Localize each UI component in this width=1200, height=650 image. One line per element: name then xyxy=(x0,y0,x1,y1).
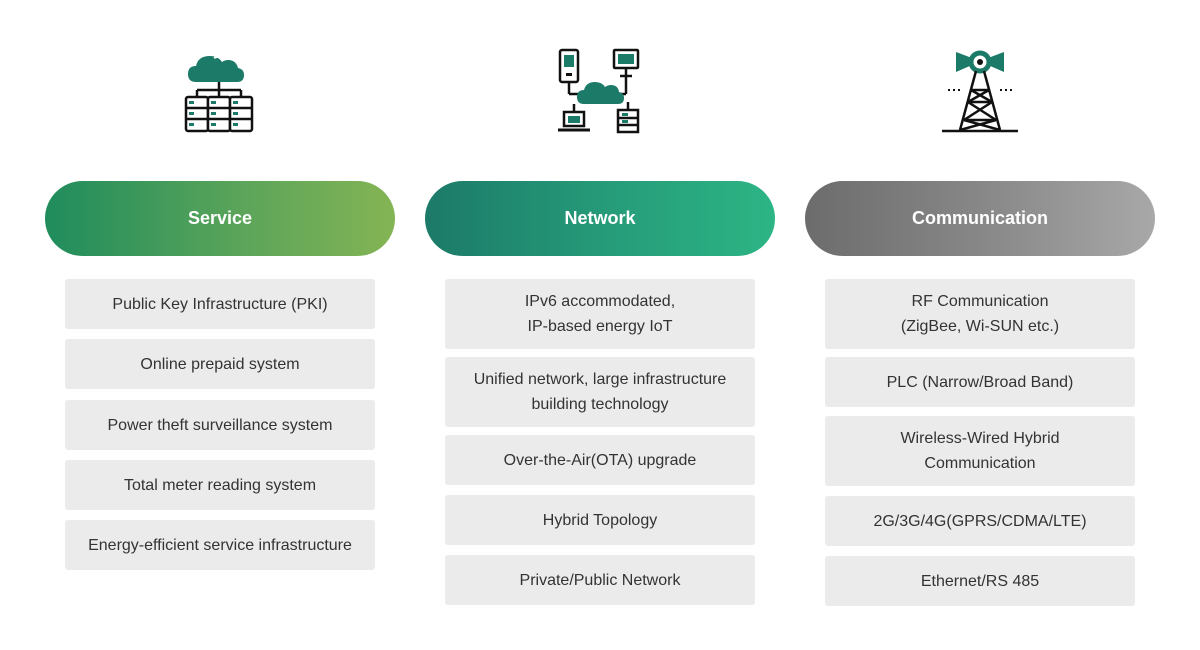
network-item: Over-the-Air(OTA) upgrade xyxy=(445,435,755,485)
service-header: Service xyxy=(45,181,395,256)
communication-item: PLC (Narrow/Broad Band) xyxy=(825,357,1135,407)
communication-header: Communication xyxy=(805,181,1155,256)
transmission-tower-icon xyxy=(805,44,1155,136)
network-item: IPv6 accommodated, IP-based energy IoT xyxy=(445,279,755,349)
network-item: Hybrid Topology xyxy=(445,495,755,545)
service-item: Energy-efficient service infrastructure xyxy=(65,520,375,570)
cloud-server-icon xyxy=(45,44,395,136)
cloud-network-devices-icon xyxy=(425,44,775,136)
service-item: Public Key Infrastructure (PKI) xyxy=(65,279,375,329)
network-item: Private/Public Network xyxy=(445,555,755,605)
communication-item: RF Communication (ZigBee, Wi-SUN etc.) xyxy=(825,279,1135,349)
service-item: Power theft surveillance system xyxy=(65,400,375,450)
communication-item: Ethernet/RS 485 xyxy=(825,556,1135,606)
network-item: Unified network, large infrastructure bu… xyxy=(445,357,755,427)
communication-item: Wireless-Wired Hybrid Communication xyxy=(825,416,1135,486)
communication-item: 2G/3G/4G(GPRS/CDMA/LTE) xyxy=(825,496,1135,546)
service-item: Total meter reading system xyxy=(65,460,375,510)
service-item: Online prepaid system xyxy=(65,339,375,389)
network-header: Network xyxy=(425,181,775,256)
